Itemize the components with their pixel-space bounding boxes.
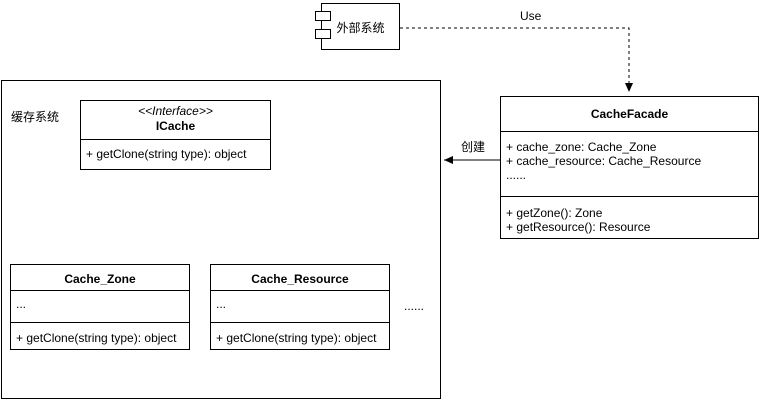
cache-facade-separator-1 (501, 131, 758, 132)
cache-zone-separator-2 (11, 322, 189, 323)
cache-facade-attr-zone: + cache_zone: Cache_Zone (506, 140, 657, 154)
use-label: Use (520, 9, 542, 23)
cache-resource-attributes: ... (216, 297, 227, 311)
cache-system-label: 缓存系统 (11, 110, 60, 124)
icache-interface: <<Interface>> ICache + getClone(string t… (80, 100, 271, 170)
cache-resource-separator-1 (211, 290, 389, 291)
icache-separator (81, 139, 270, 140)
cache-facade-separator-2 (501, 196, 758, 197)
icache-stereotype: <<Interface>> (138, 104, 213, 118)
component-icon-tab-bottom (315, 29, 331, 39)
more-implementations-ellipsis: ...... (404, 299, 425, 313)
component-icon (313, 11, 333, 41)
cache-zone-separator-1 (11, 290, 189, 291)
component-icon-tab-top (315, 11, 331, 21)
cache-facade-name: CacheFacade (590, 107, 669, 121)
cache-resource-name: Cache_Resource (251, 272, 349, 286)
create-label: 创建 (461, 140, 486, 154)
cache-facade-method-resource: + getResource(): Resource (506, 220, 651, 234)
cache-facade-class: CacheFacade + cache_zone: Cache_Zone + c… (500, 96, 759, 239)
cache-resource-method: + getClone(string type): object (216, 331, 377, 345)
cache-zone-method: + getClone(string type): object (16, 331, 177, 345)
icache-method: + getClone(string type): object (86, 147, 247, 161)
cache-facade-method-zone: + getZone(): Zone (506, 206, 603, 220)
cache-facade-attr-more: ...... (506, 168, 527, 182)
icache-name: ICache (155, 119, 196, 133)
cache-zone-class: Cache_Zone ... + getClone(string type): … (10, 264, 190, 350)
external-system-label: 外部系统 (336, 21, 385, 35)
cache-zone-attributes: ... (16, 297, 27, 311)
cache-zone-name: Cache_Zone (64, 272, 136, 286)
use-dependency-line (400, 27, 633, 92)
external-system-component: 外部系统 (321, 3, 400, 50)
cache-facade-attr-resource: + cache_resource: Cache_Resource (506, 154, 702, 168)
cache-resource-separator-2 (211, 322, 389, 323)
cache-resource-class: Cache_Resource ... + getClone(string typ… (210, 264, 390, 350)
